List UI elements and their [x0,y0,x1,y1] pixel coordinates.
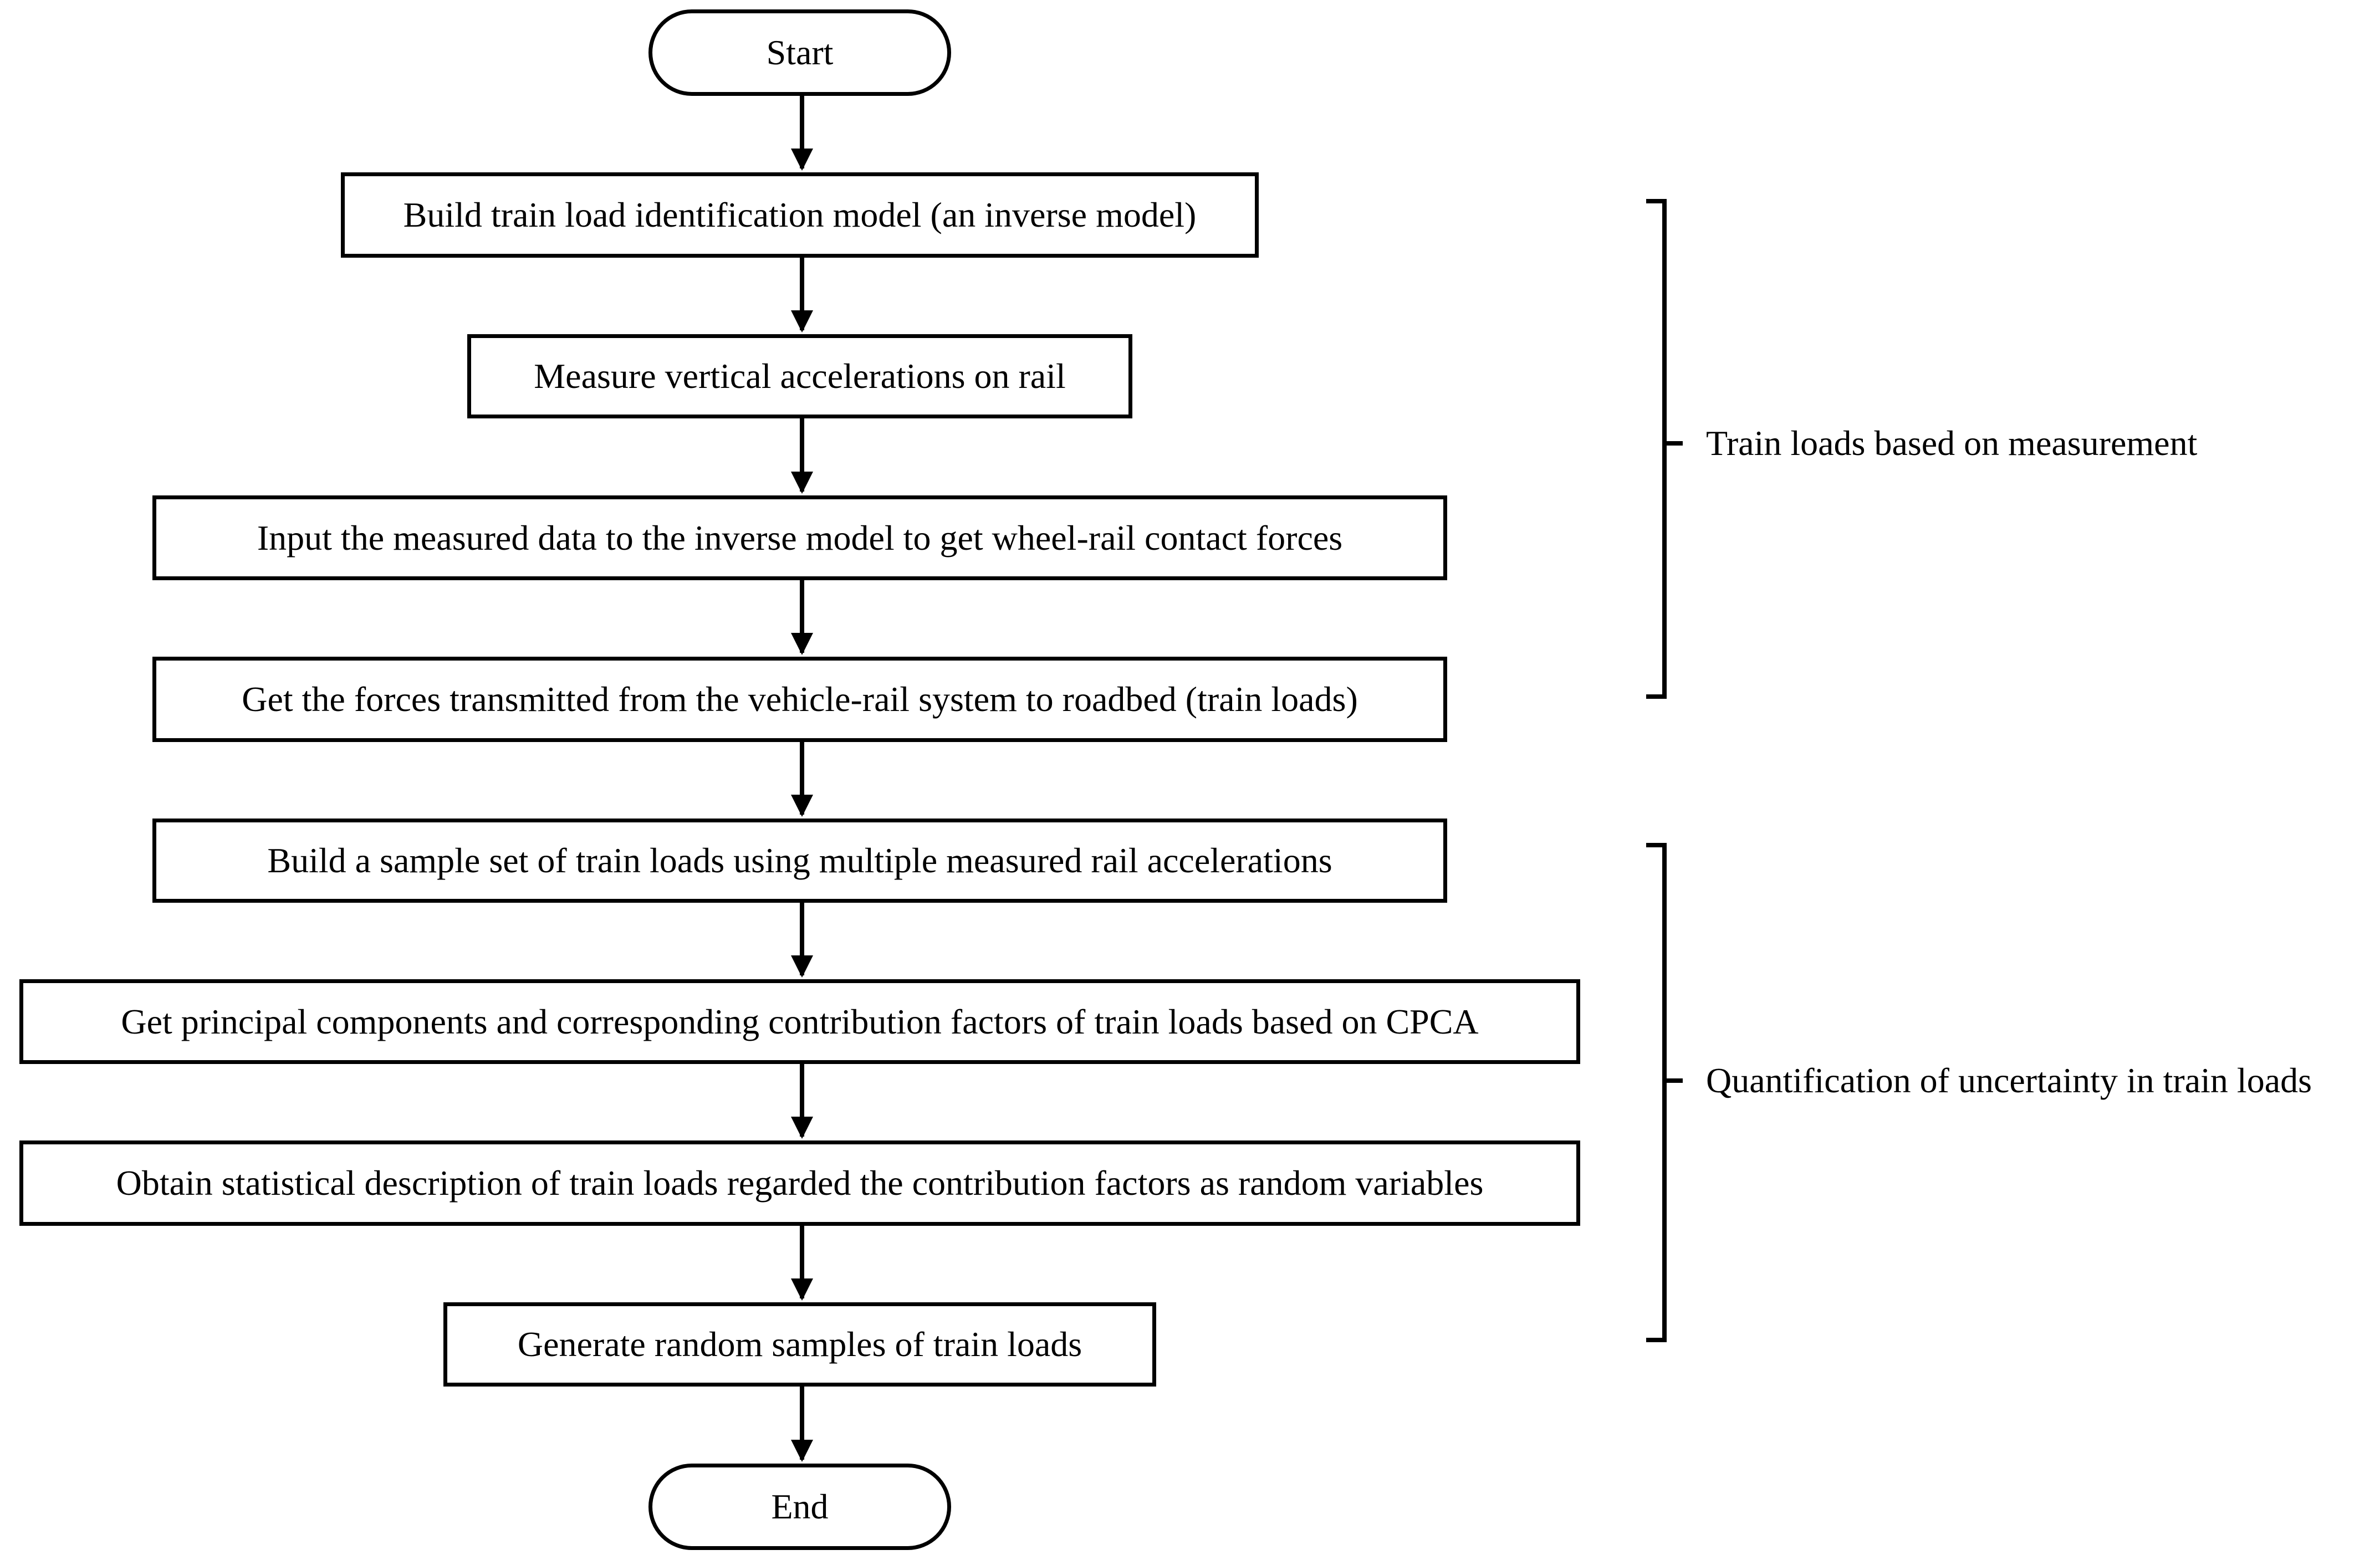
group-label-uncertainty: Quantification of uncertainty in train l… [1706,1061,2312,1100]
start-node: Start [648,9,951,96]
process-step-4: Get the forces transmitted from the vehi… [152,657,1447,742]
process-step-7: Obtain statistical description of train … [19,1140,1580,1226]
process-step-6: Get principal components and correspondi… [19,979,1580,1064]
bracket-measurement [1646,199,1683,699]
process-step-2: Measure vertical accelerations on rail [467,334,1132,418]
end-node: End [648,1464,951,1550]
process-step-8: Generate random samples of train loads [443,1302,1156,1387]
process-step-1: Build train load identification model (a… [341,172,1259,258]
process-step-3: Input the measured data to the inverse m… [152,495,1447,580]
bracket-uncertainty [1646,843,1683,1342]
process-step-5: Build a sample set of train loads using … [152,819,1447,903]
group-label-measurement: Train loads based on measurement [1706,423,2198,463]
